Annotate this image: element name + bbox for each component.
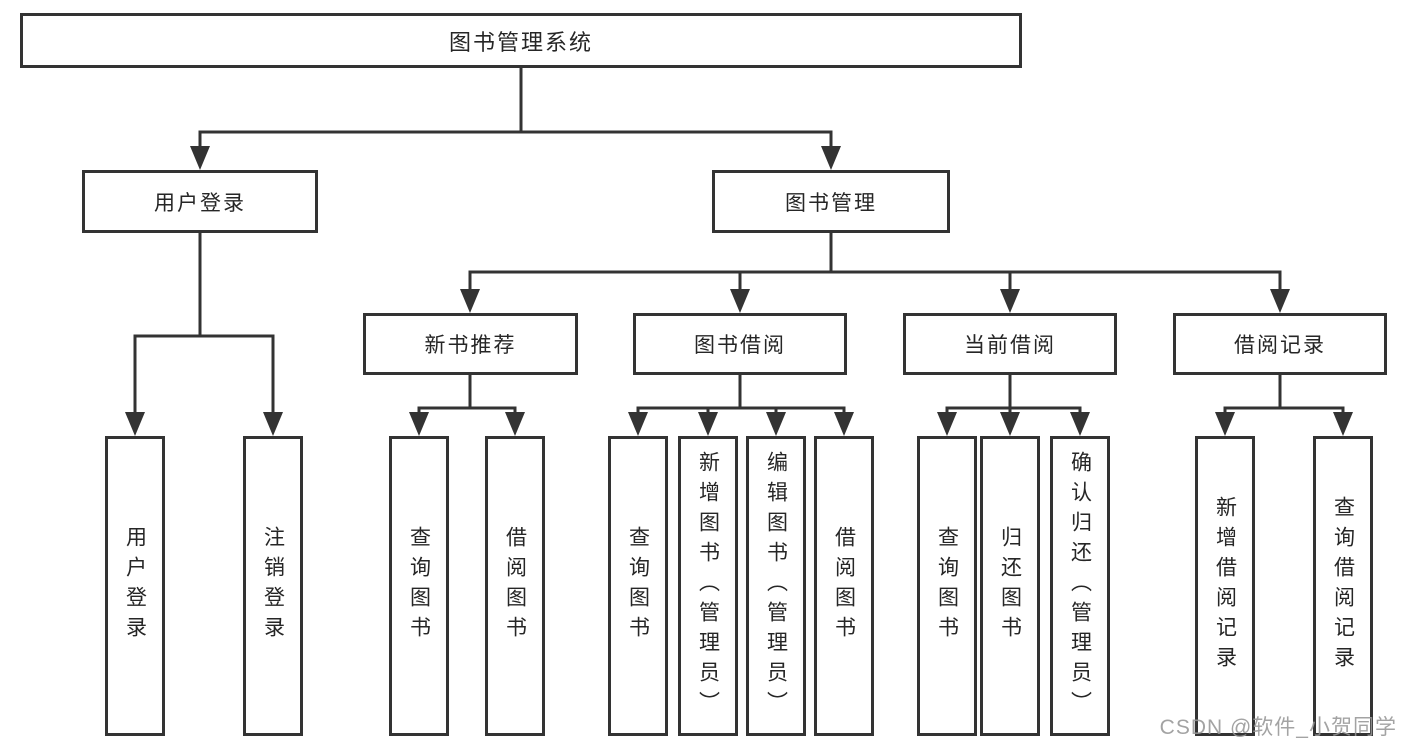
node-label: 查询图书 bbox=[626, 526, 650, 646]
node-label: 借阅记录 bbox=[1234, 334, 1326, 357]
csdn-watermark: CSDN @软件_小贺同学 bbox=[1159, 716, 1397, 739]
leaf-logout-login: 注销登录 bbox=[243, 436, 303, 736]
node-label: 新书推荐 bbox=[424, 334, 517, 357]
leaf-return-books: 归还图书 bbox=[980, 436, 1040, 736]
connector-new-book-recommend bbox=[417, 375, 517, 412]
node-user-login: 用户登录 bbox=[82, 170, 318, 233]
connector-root bbox=[198, 68, 833, 146]
leaf-borrow-books-recommend: 借阅图书 bbox=[485, 436, 545, 736]
node-book-management: 图书管理 bbox=[712, 170, 950, 233]
leaf-query-borrow-record: 查询借阅记录 bbox=[1313, 436, 1373, 736]
leaf-add-books-admin: 新增图书（管理员） bbox=[678, 436, 738, 736]
node-label: 注销登录 bbox=[261, 526, 285, 646]
leaf-add-borrow-record: 新增借阅记录 bbox=[1195, 436, 1255, 736]
node-label: 用户登录 bbox=[154, 191, 246, 215]
node-label: 确认归还（管理员） bbox=[1068, 451, 1092, 721]
node-root: 图书管理系统 bbox=[20, 13, 1022, 68]
node-label: 借阅图书 bbox=[503, 526, 527, 646]
node-label: 图书管理 bbox=[785, 191, 877, 215]
connector-book-management bbox=[468, 233, 1282, 289]
leaf-query-books-recommend: 查询图书 bbox=[389, 436, 449, 736]
node-new-book-recommend: 新书推荐 bbox=[363, 313, 578, 375]
leaf-user-login: 用户登录 bbox=[105, 436, 165, 736]
node-label: 编辑图书（管理员） bbox=[764, 451, 788, 721]
node-label: 图书借阅 bbox=[694, 334, 786, 357]
leaf-borrow-books: 借阅图书 bbox=[814, 436, 874, 736]
node-label: 查询图书 bbox=[935, 526, 959, 646]
leaf-query-books-current: 查询图书 bbox=[917, 436, 977, 736]
node-label: 归还图书 bbox=[998, 526, 1022, 646]
connector-current-borrow bbox=[945, 375, 1082, 412]
node-label: 借阅图书 bbox=[832, 526, 856, 646]
leaf-confirm-return-admin: 确认归还（管理员） bbox=[1050, 436, 1110, 736]
connector-borrow-records bbox=[1223, 375, 1345, 412]
node-label: 查询借阅记录 bbox=[1331, 496, 1355, 676]
node-label: 当前借阅 bbox=[964, 334, 1056, 357]
connector-user-login bbox=[133, 233, 275, 412]
leaf-query-books-borrow: 查询图书 bbox=[608, 436, 668, 736]
node-borrow-records: 借阅记录 bbox=[1173, 313, 1387, 375]
node-label: 查询图书 bbox=[407, 526, 431, 646]
node-label: 新增借阅记录 bbox=[1213, 496, 1237, 676]
leaf-edit-books-admin: 编辑图书（管理员） bbox=[746, 436, 806, 736]
node-label: 用户登录 bbox=[123, 526, 147, 646]
node-current-borrow: 当前借阅 bbox=[903, 313, 1117, 375]
node-book-borrow: 图书借阅 bbox=[633, 313, 847, 375]
node-label: 新增图书（管理员） bbox=[696, 451, 720, 721]
connector-book-borrow bbox=[636, 375, 846, 412]
node-label: 图书管理系统 bbox=[448, 29, 593, 55]
